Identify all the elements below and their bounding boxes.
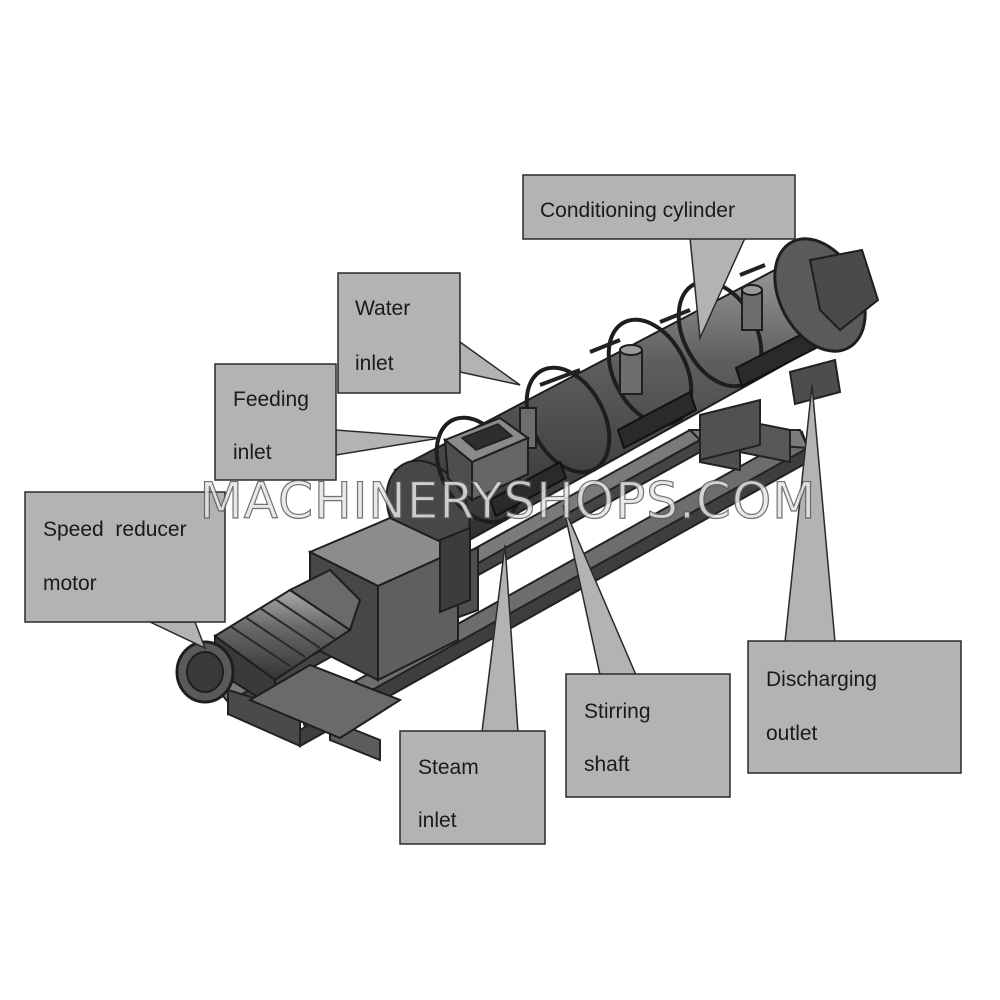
top-nozzles: [519, 263, 766, 449]
callout-label-speed-reducer: Speed reducer: [43, 518, 187, 541]
callout-label-stirring-shaft: shaft: [584, 753, 630, 776]
electric-motor: [175, 568, 362, 710]
callout-label-steam: Steam: [418, 756, 479, 779]
callout-speed-reducer-motor: Speed reducer motor: [24, 491, 226, 650]
feeding-hopper: [443, 416, 531, 503]
callout-steam-inlet: Steam inlet: [399, 544, 546, 845]
callout-pointer: [149, 621, 207, 650]
callout-box: [522, 174, 796, 240]
callout-label-stirring: Stirring: [584, 700, 651, 723]
callout-box: [747, 640, 962, 774]
callout-discharging-outlet: Discharging outlet: [747, 384, 962, 774]
callout-label-discharging-outlet: outlet: [766, 722, 818, 745]
callout-label-feeding: Feeding: [233, 388, 309, 411]
callout-label-feeding-inlet: inlet: [233, 441, 272, 464]
watermark: MACHINERYSHOPS.COM: [200, 472, 817, 530]
callout-conditioning-cylinder: Conditioning cylinder: [522, 174, 796, 341]
callout-label-motor: motor: [43, 572, 97, 595]
callout-pointer: [459, 340, 521, 386]
callout-box: [24, 491, 226, 623]
callout-label-discharging: Discharging: [766, 668, 877, 691]
motor-base: [247, 663, 403, 740]
callout-label-water-inlet: inlet: [355, 352, 394, 375]
callout-feeding-inlet: Feeding inlet: [214, 363, 441, 481]
callout-label-conditioning-cylinder: Conditioning cylinder: [540, 199, 735, 222]
machine-illustration: [175, 237, 880, 762]
callout-box: [399, 730, 546, 845]
callout-stirring-shaft: Stirring shaft: [562, 504, 731, 798]
callout-box: [337, 272, 461, 394]
callout-box: [214, 363, 337, 481]
callouts: Conditioning cylinder Water inlet Feedin…: [24, 174, 962, 845]
callout-box: [565, 673, 731, 798]
callout-label-steam-inlet: inlet: [418, 809, 457, 832]
callout-label-water: Water: [355, 297, 410, 320]
callout-water-inlet: Water inlet: [337, 272, 521, 394]
callout-pointer: [335, 429, 441, 456]
